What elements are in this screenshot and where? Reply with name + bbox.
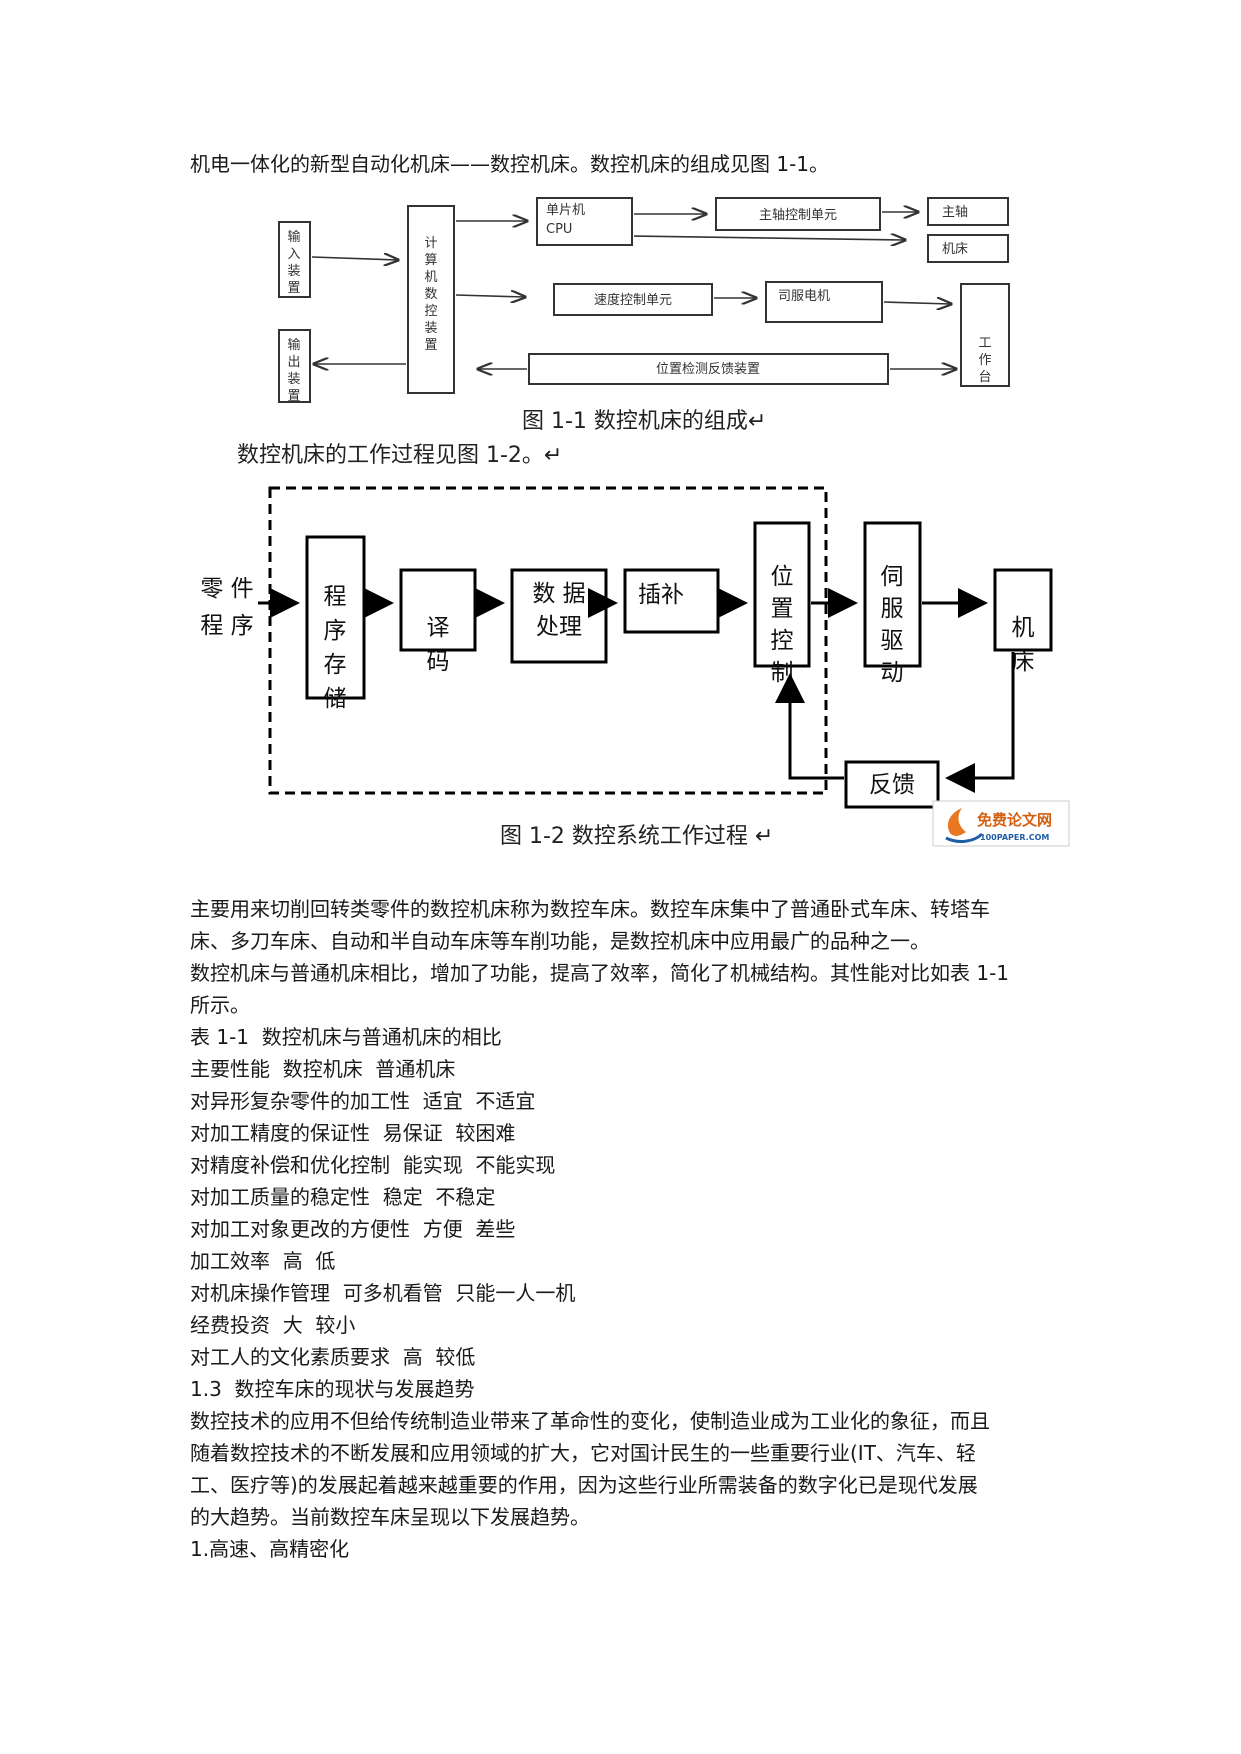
table-row: 经费投资 大 较小	[190, 1313, 356, 1337]
subsection-heading: 1.高速、高精密化	[190, 1537, 350, 1561]
part-program-label-1: 零 件	[200, 576, 253, 602]
cnc-device-box	[407, 205, 455, 394]
machine-label: 机床	[942, 242, 968, 257]
mcu-label-2: CPU	[546, 222, 572, 237]
intro-line: 机电一体化的新型自动化机床——数控机床。数控机床的组成见图 1-1。	[190, 152, 830, 176]
part-program-label-2: 程 序	[200, 613, 253, 639]
logo-flame-icon	[947, 808, 966, 836]
worktable-box	[960, 283, 1010, 387]
logo-sub-text: 100PAPER.COM	[980, 833, 1049, 842]
section-heading: 1.3 数控车床的现状与发展趋势	[190, 1377, 475, 1401]
servo-motor-box	[765, 281, 883, 323]
table-row: 对异形复杂零件的加工性 适宜 不适宜	[190, 1089, 536, 1113]
table-row: 加工效率 高 低	[190, 1249, 336, 1273]
arrow-machine-feedback	[945, 652, 1015, 793]
servo-drive-box	[863, 521, 922, 668]
interpolation-label: 插补	[638, 582, 684, 608]
program-storage-box	[305, 535, 366, 700]
logo-main-text: 免费论文网	[977, 811, 1052, 829]
machine-tool-box	[993, 568, 1053, 652]
paragraph-trends: 数控技术的应用不但给传统制造业带来了革命性的变化，使制造业成为工业化的象征，而且…	[190, 1409, 990, 1529]
site-logo: 免费论文网 100PAPER.COM	[932, 800, 1070, 847]
speed-control-label: 速度控制单元	[594, 292, 672, 308]
input-device-box	[278, 221, 311, 298]
paragraph-lathe-definition: 主要用来切削回转类零件的数控机床称为数控车床。数控车床集中了普通卧式车床、转塔车…	[190, 897, 990, 953]
program-storage-label: 程序存储	[324, 584, 347, 712]
table-row-header: 主要性能 数控机床 普通机床	[190, 1057, 456, 1081]
table-row: 对机床操作管理 可多机看管 只能一人一机	[190, 1281, 576, 1305]
servo-motor-label: 司服电机	[778, 289, 830, 304]
feedback-label: 反馈	[869, 772, 915, 798]
paragraph-comparison-intro: 数控机床与普通机床相比，增加了功能，提高了效率，简化了机械结构。其性能对比如表 …	[190, 961, 1010, 1017]
spindle-control-box	[715, 197, 881, 231]
table-row: 对精度补偿和优化控制 能实现 不能实现	[190, 1153, 556, 1177]
mcu-box	[536, 197, 633, 246]
servo-drive-label: 伺服驱动	[881, 564, 904, 686]
spindle-control-label: 主轴控制单元	[759, 208, 837, 223]
decode-box	[399, 568, 477, 652]
feedback-box	[844, 760, 940, 809]
fig1-caption: 图 1-1 数控机床的组成↵	[522, 409, 766, 434]
arrow-cnc-speed	[455, 295, 525, 297]
spindle-box	[927, 197, 1009, 226]
table-caption: 表 1-1 数控机床与普通机床的相比	[190, 1025, 502, 1049]
fig2-intro: 数控机床的工作过程见图 1-2。↵	[237, 443, 562, 468]
speed-control-box	[553, 283, 713, 316]
table-row: 对加工对象更改的方便性 方便 差些	[190, 1217, 516, 1241]
decode-label: 译码	[427, 615, 450, 675]
figure-1-1: 输入装置 输出装置 计算机数控装置 单片机 CPU 主轴控制单元 主轴 机床 速…	[278, 197, 1010, 434]
machine-box	[927, 234, 1009, 263]
data-processing-label-2: 处理	[536, 614, 582, 640]
table-row: 对加工质量的稳定性 稳定 不稳定	[190, 1185, 496, 1209]
output-device-label: 输出装置	[287, 337, 300, 404]
arrow-input	[311, 257, 398, 260]
position-feedback-label: 位置检测反馈装置	[656, 362, 760, 377]
arrow-servo-worktable	[883, 302, 951, 304]
worktable-label: 工作台	[978, 336, 991, 385]
position-control-box	[753, 521, 811, 668]
input-device-label: 输入装置	[287, 229, 300, 296]
mcu-label-1: 单片机	[546, 203, 585, 218]
logo-swoosh-icon	[945, 832, 984, 843]
interpolation-box	[623, 568, 720, 634]
fig2-caption: 图 1-2 数控系统工作过程 ↵	[500, 824, 773, 849]
position-feedback-box	[528, 353, 889, 385]
arrow-feedback-position	[775, 673, 844, 780]
machine-tool-label: 机床	[1012, 615, 1035, 675]
data-processing-label-1: 数 据	[532, 581, 585, 607]
cnc-device-label: 计算机数控装置	[424, 236, 437, 353]
cnc-dashed-boundary	[268, 486, 828, 795]
figure-1-2: 零 件 程 序 程序存储 译码 数 据 处理 插补 位置控制 伺服驱动 机床 反…	[200, 486, 1070, 849]
output-device-box	[278, 329, 311, 403]
arrow-mcu-machine	[633, 236, 905, 240]
table-row: 对加工精度的保证性 易保证 较困难	[190, 1121, 516, 1145]
table-row: 对工人的文化素质要求 高 较低	[190, 1345, 476, 1369]
spindle-label: 主轴	[942, 205, 968, 220]
